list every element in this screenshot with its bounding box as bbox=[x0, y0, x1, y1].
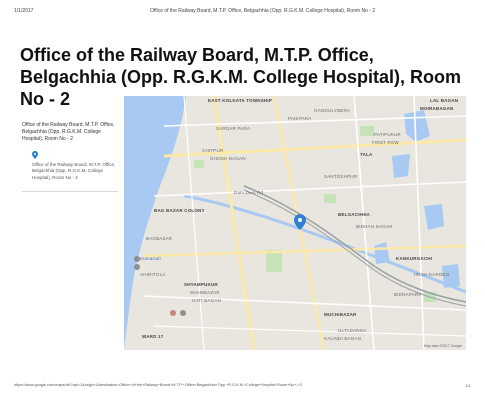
map-label-irish: IRISH GARDEN bbox=[414, 272, 449, 277]
map-label-kumartuli: Kumartuli bbox=[140, 256, 161, 261]
poi-icon[interactable] bbox=[170, 310, 176, 316]
page-title: Office of the Railway Board, M.T.P. Offi… bbox=[20, 45, 462, 109]
map-label-belgachhia: BELGACHHIA bbox=[338, 212, 370, 217]
place-sidebar: Office of the Railway Board, M.T.P. Offi… bbox=[22, 122, 120, 193]
map-label-hati-bagan: HATI BAGAN bbox=[192, 298, 221, 303]
map-label-first-row: FIRST ROW bbox=[372, 140, 399, 145]
map-label-gangulybera: GANGULYBERA bbox=[314, 108, 351, 113]
map-label-dum-dum-rd: Dum Dum Rd bbox=[234, 190, 264, 195]
poi-icon[interactable] bbox=[134, 264, 140, 270]
map-label-paikpara: PAIKPARA bbox=[288, 116, 312, 121]
map-label-moirabagan: MOIRABAGAN bbox=[420, 106, 454, 111]
print-page-number: 1/1 bbox=[465, 383, 471, 388]
sidebar-divider bbox=[22, 191, 118, 193]
print-footer-url: https://www.google.com/maps/dir/?api=1&o… bbox=[14, 383, 303, 387]
map-canvas[interactable] bbox=[124, 96, 466, 350]
map-label-ahiritola: AHIRITOLA bbox=[140, 272, 166, 277]
map-label-east-kolkata: EAST KOLKATA TOWNSHIP bbox=[208, 98, 273, 103]
print-header-title: Office of the Railway Board, M.T.P. Offi… bbox=[150, 8, 376, 14]
place-address: Office of the Railway Board, M.T.P. Offi… bbox=[32, 162, 116, 180]
map-label-bidrapara: BIDRAPARA bbox=[394, 292, 422, 297]
place-name: Office of the Railway Board, M.T.P. Offi… bbox=[22, 122, 115, 142]
map-label-ghosh-bagan: GHOSH BAGAN bbox=[210, 156, 246, 161]
map-label-tala: TALA bbox=[360, 152, 373, 157]
map-label-kalindi: KALINDI BAGAN bbox=[324, 336, 362, 341]
map-label-chitpur: CHITPUR bbox=[202, 148, 224, 153]
map-label-bagbazar: BAGBAZAR bbox=[146, 236, 173, 241]
map-attribution: Map data ©2017 Google bbox=[423, 344, 462, 348]
map-label-kankurgachi: KANKURGACHI bbox=[396, 256, 433, 261]
map-label-shyampukur: SHYAMPUKUR bbox=[184, 282, 218, 287]
map-label-ward: WARD 17 bbox=[142, 334, 164, 339]
map-label-bidhan: BIDHAN NAGAR bbox=[356, 224, 393, 229]
map-label-santosh: SANTOSHPUR bbox=[324, 174, 358, 179]
map-view[interactable]: EAST KOLKATA TOWNSHIP LAL BAGAN MOIRABAG… bbox=[124, 96, 466, 350]
location-pin-icon bbox=[32, 151, 38, 159]
print-date: 1/1/2017 bbox=[14, 8, 34, 14]
map-label-shambazar: SHAMBAZAR bbox=[190, 290, 220, 295]
poi-icon[interactable] bbox=[134, 256, 140, 262]
map-label-lal-dagan: LAL BAGAN bbox=[430, 98, 459, 103]
map-label-muchibazar: MUCHIBAZAR bbox=[324, 312, 357, 317]
poi-icon[interactable] bbox=[180, 310, 186, 316]
map-label-ultadanga: ULTADANGA bbox=[338, 328, 367, 333]
map-label-bag-bazar: BAG BAZAR COLONY bbox=[154, 208, 205, 213]
map-label-sardarpara: SARDAR PARA bbox=[216, 126, 251, 131]
map-label-patipukur: PATIPUKUR bbox=[374, 132, 401, 137]
